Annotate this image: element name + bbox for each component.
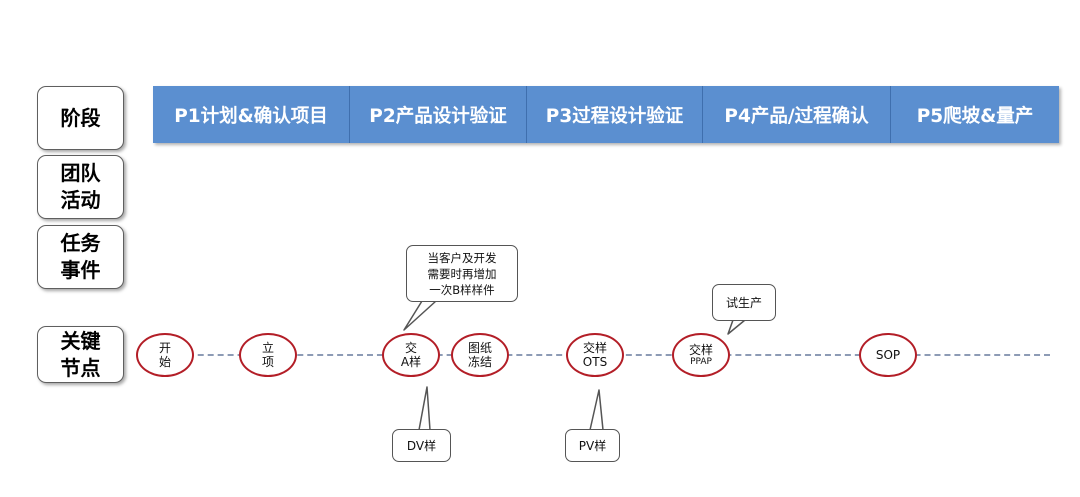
row-label-key-node: 关键节点 xyxy=(37,326,124,383)
phase-p5: P5爬坡&量产 xyxy=(916,105,1034,127)
row-label-task-event: 任务事件 xyxy=(37,225,124,289)
row-label-team-activity: 团队活动 xyxy=(37,155,124,219)
phase-p3: P3过程设计验证 xyxy=(527,86,703,143)
phase-p1: P1计划&确认项目 xyxy=(153,86,350,143)
node-sop: SOP xyxy=(859,333,917,377)
node-drawing-freeze: 图纸冻结 xyxy=(451,333,509,377)
row-label-stage: 阶段 xyxy=(37,86,124,150)
phase-bar: P1计划&确认项目 P2产品设计验证 P3过程设计验证 P4产品/过程确认 P5… xyxy=(153,86,1059,143)
callout-b-sample-note: 当客户及开发 需要时再增加 一次B样样件 xyxy=(406,245,518,302)
callout-trial-production: 试生产 xyxy=(712,284,776,321)
phase-p4: P4产品/过程确认 xyxy=(703,86,891,143)
phase-p2: P2产品设计验证 xyxy=(350,86,527,143)
callout-pv-sample: PV样 xyxy=(565,429,620,462)
callout-dv-sample: DV样 xyxy=(392,429,451,462)
node-start: 开始 xyxy=(136,333,194,377)
node-project-initiation: 立项 xyxy=(239,333,297,377)
